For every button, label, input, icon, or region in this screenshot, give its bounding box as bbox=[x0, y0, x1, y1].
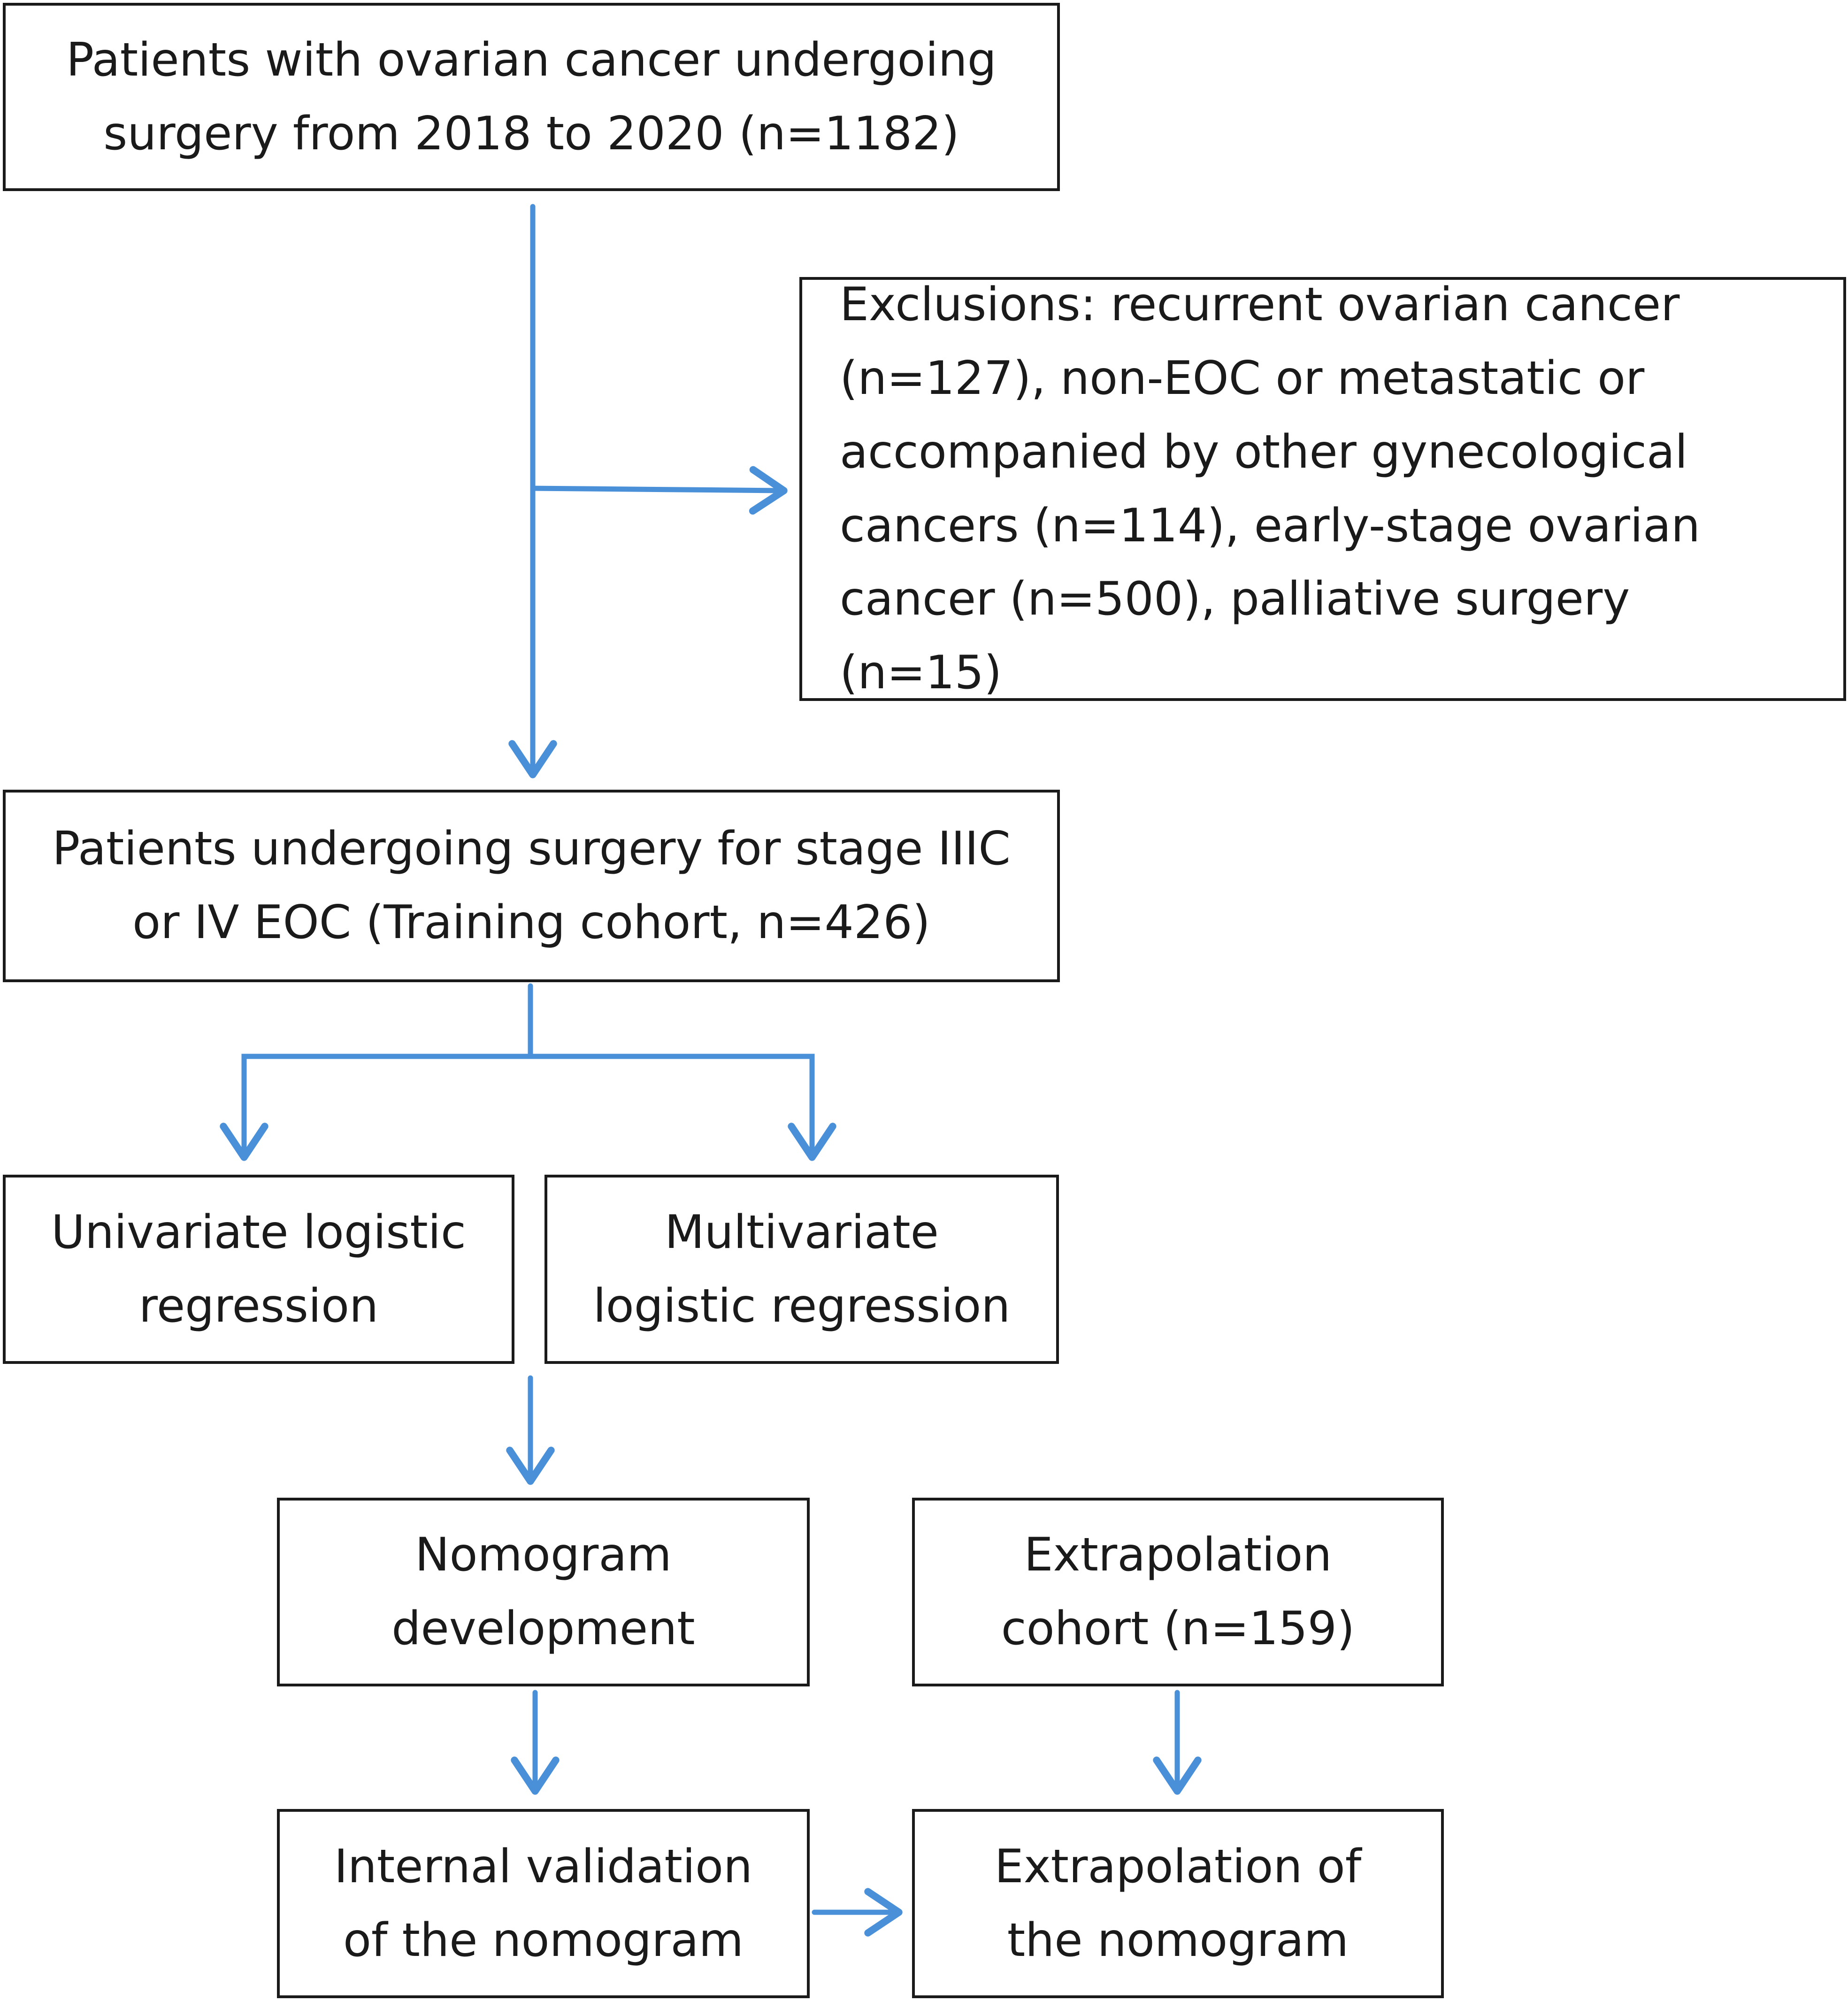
box-nomogram-development: Nomogram development bbox=[277, 1498, 810, 1686]
arrow-to-exclusions bbox=[530, 466, 788, 515]
box-exclusions: Exclusions: recurrent ovarian cancer (n=… bbox=[799, 277, 1846, 701]
internal-validation-text: Internal validation of the nomogram bbox=[334, 1839, 753, 1967]
training-cohort-text: Patients undergoing surgery for stage II… bbox=[52, 822, 1011, 949]
box-internal-validation: Internal validation of the nomogram bbox=[277, 1809, 810, 1998]
box-all-patients: Patients with ovarian cancer undergoing … bbox=[3, 3, 1060, 191]
extrapolation-nomogram-text: Extrapolation of the nomogram bbox=[994, 1839, 1362, 1967]
multivariate-text: Multivariate logistic regression bbox=[593, 1205, 1011, 1333]
box-univariate: Univariate logistic regression bbox=[3, 1175, 514, 1364]
all-patients-text: Patients with ovarian cancer undergoing … bbox=[66, 33, 997, 161]
box-extrapolation-cohort: Extrapolation cohort (n=159) bbox=[912, 1498, 1444, 1686]
box-training-cohort: Patients undergoing surgery for stage II… bbox=[3, 790, 1060, 982]
univariate-text: Univariate logistic regression bbox=[51, 1205, 466, 1333]
extrapolation-cohort-text: Extrapolation cohort (n=159) bbox=[1001, 1528, 1355, 1655]
exclusions-text: Exclusions: recurrent ovarian cancer (n=… bbox=[840, 278, 1701, 700]
split-bar bbox=[241, 1054, 815, 1139]
nomogram-development-text: Nomogram development bbox=[391, 1528, 695, 1655]
box-extrapolation-nomogram: Extrapolation of the nomogram bbox=[912, 1809, 1444, 1998]
box-multivariate: Multivariate logistic regression bbox=[544, 1175, 1059, 1364]
